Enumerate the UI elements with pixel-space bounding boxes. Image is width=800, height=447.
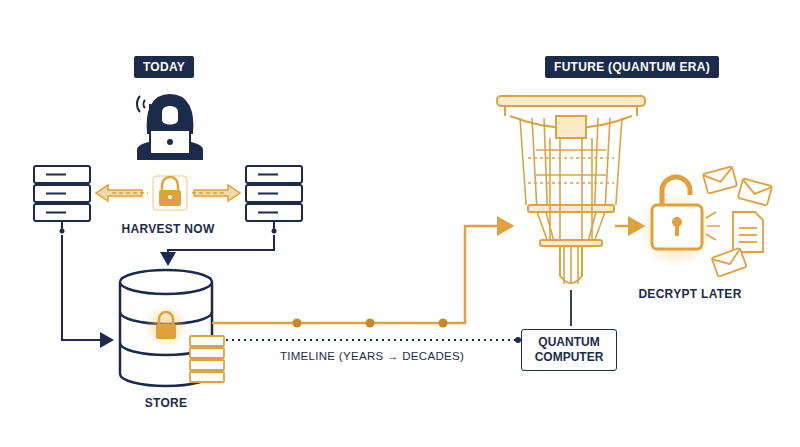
- stroke: [536, 174, 606, 176]
- timeline-label: TIMELINE (YEARS → DECADES): [277, 350, 467, 362]
- process-box: QUANTUM COMPUTER: [521, 329, 617, 371]
- stroke: [595, 212, 605, 240]
- stroke: [46, 212, 66, 214]
- era-tag: TODAY: [134, 56, 194, 78]
- hacker-icon: [137, 95, 202, 160]
- stroke: [258, 212, 278, 214]
- step-label: HARVEST NOW: [118, 222, 217, 236]
- box-text: TODAY: [143, 60, 185, 74]
- stroke: [544, 118, 547, 205]
- stroke: [46, 174, 66, 176]
- data-stack-icon: [190, 336, 224, 382]
- step-label: STORE: [142, 396, 191, 410]
- stroke: [258, 174, 278, 176]
- stroke: [595, 118, 598, 205]
- stroke: [581, 138, 583, 240]
- stroke: [258, 193, 278, 195]
- stroke: [537, 212, 547, 240]
- stroke: [546, 212, 554, 240]
- box-text: QUANTUM COMPUTER: [531, 335, 607, 365]
- stroke: [559, 138, 561, 240]
- stroke: [528, 182, 614, 184]
- box-text: FUTURE (QUANTUM ERA): [554, 60, 710, 74]
- quantum-computer-illustration: [497, 96, 645, 326]
- stroke: [570, 246, 572, 284]
- stroke: [536, 149, 606, 151]
- stroke: [605, 118, 610, 205]
- stroke: [520, 118, 526, 205]
- stroke: [532, 118, 537, 205]
- era-tag: FUTURE (QUANTUM ERA): [545, 56, 719, 78]
- step-label: DECRYPT LATER: [635, 287, 744, 301]
- stroke: [616, 118, 622, 205]
- stroke: [577, 246, 579, 284]
- stroke: [528, 157, 614, 159]
- message-icons: [703, 166, 772, 276]
- server-icon: [34, 166, 302, 221]
- stroke: [46, 193, 66, 195]
- stroke: [563, 246, 565, 284]
- harvest-arrow: [96, 176, 240, 210]
- stroke: [589, 212, 597, 240]
